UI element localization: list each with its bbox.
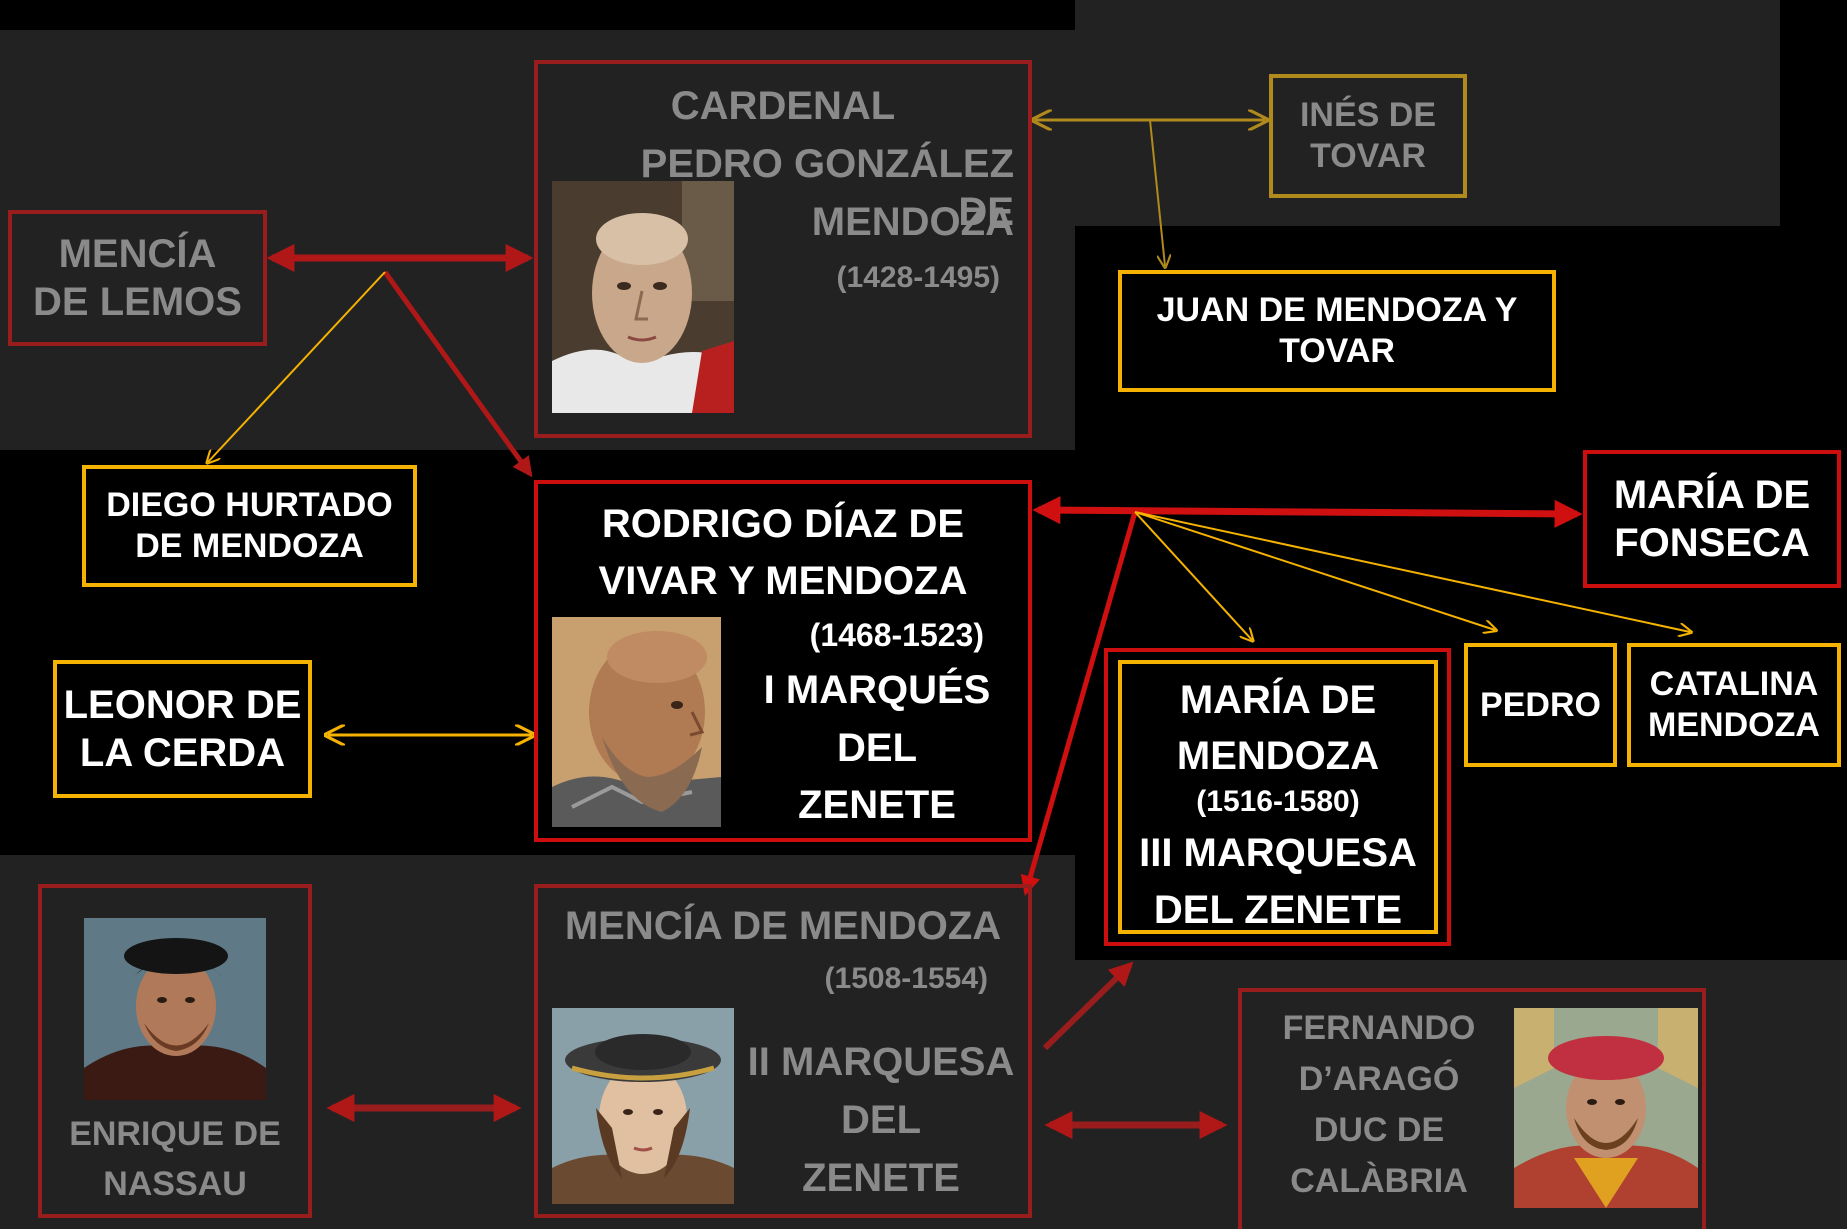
mencia-lemos-line1: MENCÍA <box>58 232 217 276</box>
child-link-rodrigo <box>382 270 533 478</box>
mencia-mendoza-title2: DEL <box>841 1098 921 1142</box>
cardenal-portrait <box>552 181 734 413</box>
person-maria-mendoza-outer-box <box>1104 648 1451 946</box>
fernando-portrait-image <box>1514 1008 1698 1208</box>
rodrigo-line1: RODRIGO DÍAZ DE <box>601 502 965 546</box>
mencia-mendoza-dates: (1508-1554) <box>824 962 988 995</box>
ines-line2: TOVAR <box>1310 137 1426 175</box>
person-cardenal-box: CARDENAL PEDRO GONZÁLEZ DE MENDOZA (1428… <box>534 60 1032 438</box>
leonor-line2: LA CERDA <box>79 731 286 775</box>
catalina-line2: MENDOZA <box>1648 706 1820 744</box>
mencia-mendoza-portrait-image <box>552 1008 734 1204</box>
child-link-mencia <box>1020 511 1138 896</box>
ines-line1: INÉS DE <box>1299 96 1437 135</box>
mencia-lemos-line2: DE LEMOS <box>33 280 242 324</box>
maria-mendoza-dates: (1516-1580) <box>1196 785 1360 818</box>
rodrigo-portrait-image <box>552 617 721 827</box>
fernando-line4: CALÀBRIA <box>1290 1162 1468 1200</box>
juan-line2: TOVAR <box>1279 332 1395 370</box>
maria-fonseca-line1: MARÍA DE <box>1613 473 1811 517</box>
marriage-rodrigo-fonseca <box>1032 496 1583 528</box>
fernando-line3: DUC DE <box>1313 1111 1445 1149</box>
person-mencia-lemos-box: MENCÍA DE LEMOS <box>8 210 267 346</box>
child-link-pedro <box>1134 511 1495 630</box>
enrique-portrait-image <box>84 918 266 1100</box>
person-fernando-box: FERNANDO D’ARAGÓ DUC DE CALÀBRIA <box>1238 988 1706 1229</box>
leonor-line1: LEONOR DE <box>63 683 302 727</box>
maria-mendoza-title2: DEL ZENETE <box>1153 888 1403 932</box>
rodrigo-portrait <box>552 617 721 827</box>
maria-mendoza-title1: III MARQUESA <box>1139 831 1417 875</box>
cardenal-portrait-image <box>552 181 734 413</box>
person-juan-box: JUAN DE MENDOZA Y TOVAR <box>1118 270 1556 392</box>
rodrigo-title1: I MARQUÉS <box>763 668 991 712</box>
maria-fonseca-line2: FONSECA <box>1614 521 1810 565</box>
rodrigo-title3: ZENETE <box>798 783 956 827</box>
cardenal-name-line1: PEDRO GONZÁLEZ DE <box>640 142 1014 234</box>
mencia-mendoza-title3: ZENETE <box>802 1156 960 1200</box>
person-catalina-box: CATALINA MENDOZA <box>1627 643 1841 767</box>
pedro-name: PEDRO <box>1480 685 1601 724</box>
fernando-line1: FERNANDO <box>1282 1009 1476 1047</box>
diego-line2: DE MENDOZA <box>135 527 364 565</box>
enrique-portrait <box>84 918 266 1100</box>
person-mencia-mendoza-box: MENCÍA DE MENDOZA (1508-1554) II MARQUES… <box>534 884 1032 1218</box>
child-link-diego <box>208 271 386 462</box>
mencia-mendoza-name: MENCÍA DE MENDOZA <box>564 904 1002 948</box>
person-leonor-box: LEONOR DE LA CERDA <box>53 660 312 798</box>
rodrigo-line2: VIVAR Y MENDOZA <box>598 559 968 603</box>
cardenal-dates: (1428-1495) <box>836 261 1000 294</box>
fernando-portrait <box>1514 1008 1698 1208</box>
mencia-mendoza-title1: II MARQUESA <box>747 1040 1015 1084</box>
maria-mendoza-line2: MENDOZA <box>1176 734 1380 778</box>
rodrigo-title2: DEL <box>837 726 917 770</box>
child-link-maria <box>1134 511 1252 640</box>
enrique-line2: NASSAU <box>103 1165 247 1203</box>
child-link-catalina <box>1134 511 1690 632</box>
person-enrique-box: ENRIQUE DE NASSAU <box>38 884 312 1218</box>
mencia-mendoza-portrait <box>552 1008 734 1204</box>
juan-line1: JUAN DE MENDOZA Y <box>1156 291 1518 330</box>
succession-mencia-maria <box>1042 961 1134 1051</box>
maria-mendoza-line1: MARÍA DE <box>1179 678 1377 722</box>
rodrigo-dates: (1468-1523) <box>809 617 984 653</box>
person-pedro-box: PEDRO <box>1464 643 1617 767</box>
catalina-line1: CATALINA <box>1649 665 1819 704</box>
cardenal-title-line: CARDENAL <box>670 84 896 128</box>
cardenal-name-line2: MENDOZA <box>811 200 1014 244</box>
person-maria-mendoza-box: MARÍA DE MENDOZA (1516-1580) III MARQUES… <box>1118 660 1438 934</box>
person-ines-box: INÉS DE TOVAR <box>1269 74 1467 198</box>
person-diego-box: DIEGO HURTADO DE MENDOZA <box>82 465 417 587</box>
person-maria-fonseca-box: MARÍA DE FONSECA <box>1583 450 1841 588</box>
child-link-juan <box>1149 119 1165 266</box>
fernando-line2: D’ARAGÓ <box>1298 1060 1460 1098</box>
panel-bottom-right <box>1075 960 1847 1229</box>
person-rodrigo-box: RODRIGO DÍAZ DE VIVAR Y MENDOZA (1468-15… <box>534 480 1032 842</box>
diego-line1: DIEGO HURTADO <box>106 486 393 525</box>
enrique-line1: ENRIQUE DE <box>69 1115 281 1153</box>
